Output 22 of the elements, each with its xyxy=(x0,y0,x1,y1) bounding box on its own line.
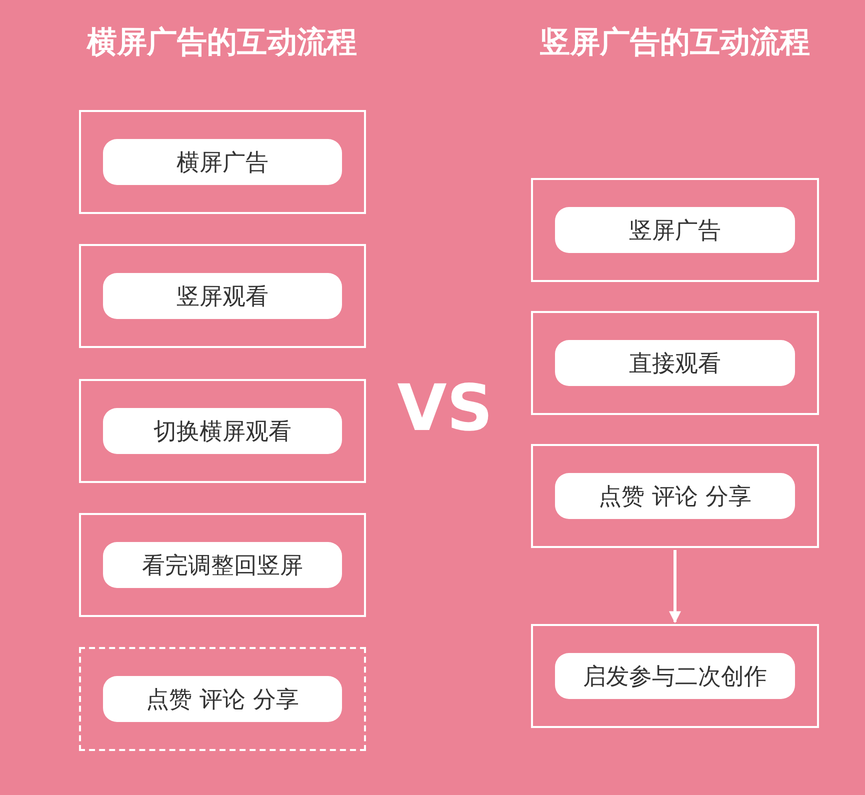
step-pill: 点赞 评论 分享 xyxy=(555,473,795,519)
step-pill: 点赞 评论 分享 xyxy=(103,676,342,722)
arrow xyxy=(669,550,681,624)
vs-text: VS xyxy=(397,372,493,446)
step-pill: 直接观看 xyxy=(555,340,795,386)
step-frame xyxy=(531,444,819,548)
step-frame xyxy=(531,624,819,728)
step-frame xyxy=(79,244,366,348)
column-title: 横屏广告的互动流程 xyxy=(87,24,357,62)
step-pill: 竖屏广告 xyxy=(555,207,795,253)
step-pill: 切换横屏观看 xyxy=(103,408,342,454)
step-pill: 启发参与二次创作 xyxy=(555,653,795,699)
step-frame xyxy=(531,178,819,282)
step-frame xyxy=(79,110,366,214)
step-pill: 横屏广告 xyxy=(103,139,342,185)
column-title: 竖屏广告的互动流程 xyxy=(540,24,810,62)
step-frame xyxy=(531,311,819,415)
step-pill: 看完调整回竖屏 xyxy=(103,542,342,588)
step-frame xyxy=(79,647,366,751)
step-frame xyxy=(79,513,366,617)
step-frame xyxy=(79,379,366,483)
step-pill: 竖屏观看 xyxy=(103,273,342,319)
